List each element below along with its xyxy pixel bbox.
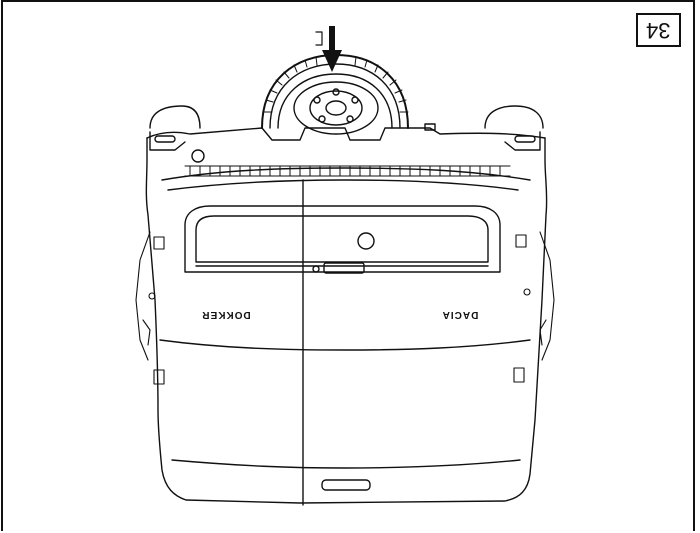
vent-grille: [184, 165, 511, 177]
right-light-cluster: [513, 231, 555, 383]
vehicle-body: [145, 105, 548, 504]
left-badge: DOKKER: [201, 309, 250, 320]
left-light-cluster: [135, 231, 165, 385]
spare-wheel-icon: [261, 31, 409, 135]
rear-doors: [159, 179, 531, 506]
figure-number-box: 34: [636, 13, 681, 47]
rear-badges: DOKKER DACIA: [201, 309, 478, 320]
right-badge: DACIA: [442, 309, 479, 320]
down-arrow-icon: [322, 26, 342, 72]
